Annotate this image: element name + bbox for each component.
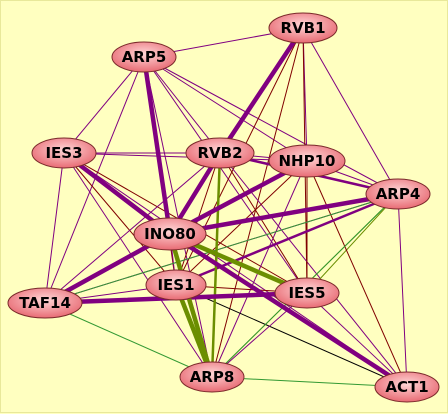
edge-ies3-taf14 — [44, 152, 65, 304]
edge-ies1-arp4 — [174, 192, 400, 287]
edge-ies3-ies1 — [63, 152, 177, 286]
node-ies5-label: IES5 — [288, 284, 325, 302]
node-arp4[interactable]: ARP4 — [365, 178, 431, 210]
node-arp5-ellipse — [111, 41, 177, 73]
edge-ies3-nhp10 — [63, 152, 308, 162]
edge-nhp10-act1 — [306, 160, 408, 388]
node-arp4-label: ARP4 — [376, 185, 421, 203]
edge-ies1-arp8 — [173, 282, 215, 380]
node-ies5[interactable]: IES5 — [274, 277, 340, 309]
node-ies1[interactable]: IES1 — [145, 269, 207, 301]
edge-ies3-arp8 — [63, 152, 213, 378]
edge-rvb2-taf14 — [44, 152, 221, 304]
node-ies1-ellipse — [145, 269, 207, 301]
node-ies3[interactable]: IES3 — [31, 137, 97, 169]
edge-arp5-taf14 — [44, 56, 145, 304]
node-taf14[interactable]: TAF14 — [7, 287, 83, 319]
edge-rvb1-rvb2 — [217, 25, 306, 156]
node-ies3-ellipse — [31, 137, 97, 169]
node-arp4-ellipse — [365, 178, 431, 210]
node-rvb2-ellipse — [185, 137, 255, 169]
node-ies3-label: IES3 — [45, 144, 82, 162]
node-act1-ellipse — [374, 371, 440, 403]
edge-ies5-arp8 — [211, 292, 308, 378]
edge-taf14-arp4 — [44, 193, 399, 304]
node-nhp10-ellipse — [268, 144, 346, 178]
node-arp5[interactable]: ARP5 — [111, 41, 177, 73]
node-layer: RVB1 ARP5 IES3 RVB2 NHP10 ARP4 — [7, 12, 440, 403]
edge-arp4-act1 — [397, 193, 408, 388]
node-nhp10[interactable]: NHP10 — [268, 144, 346, 178]
edge-rvb1-arp8 — [211, 27, 304, 378]
node-arp5-label: ARP5 — [122, 48, 167, 66]
edge-taf14-arp8 — [44, 302, 213, 378]
node-arp8[interactable]: ARP8 — [179, 361, 245, 393]
node-arp8-ellipse — [179, 361, 245, 393]
node-ino80-label: INO80 — [144, 225, 196, 243]
edge-ies5-act1 — [306, 292, 408, 388]
node-act1[interactable]: ACT1 — [374, 371, 440, 403]
node-rvb1[interactable]: RVB1 — [268, 12, 338, 44]
node-taf14-label: TAF14 — [19, 294, 71, 312]
edge-arp5-ies5 — [143, 56, 308, 294]
node-ino80[interactable]: INO80 — [133, 217, 207, 251]
edge-ino80-act1 — [167, 231, 410, 390]
node-arp8-label: ARP8 — [190, 368, 235, 386]
node-act1-label: ACT1 — [385, 378, 428, 396]
edge-arp5-nhp10 — [143, 56, 308, 162]
edge-arp5-ies3 — [63, 56, 145, 154]
edge-arp8-act1 — [211, 376, 408, 388]
node-nhp10-label: NHP10 — [279, 152, 336, 170]
node-taf14-ellipse — [7, 287, 83, 319]
edge-rvb2-ies5 — [219, 152, 308, 294]
node-rvb2-label: RVB2 — [197, 144, 242, 162]
node-rvb2[interactable]: RVB2 — [185, 137, 255, 169]
node-rvb1-ellipse — [268, 12, 338, 44]
node-ies1-label: IES1 — [157, 276, 194, 294]
edge-layer — [42, 25, 410, 390]
edge-arp5-rvb2 — [143, 56, 221, 154]
node-ino80-ellipse — [133, 217, 207, 251]
node-rvb1-label: RVB1 — [280, 19, 325, 37]
node-ies5-ellipse — [274, 277, 340, 309]
edge-arp4-ies5 — [306, 193, 399, 294]
edge-arp5-ino80 — [141, 54, 173, 237]
edge-rvb1-arp4 — [302, 27, 399, 195]
edge-arp4-ino80 — [167, 191, 401, 237]
edge-nhp10-arp8 — [211, 160, 308, 378]
edge-arp5-arp4 — [143, 56, 399, 195]
